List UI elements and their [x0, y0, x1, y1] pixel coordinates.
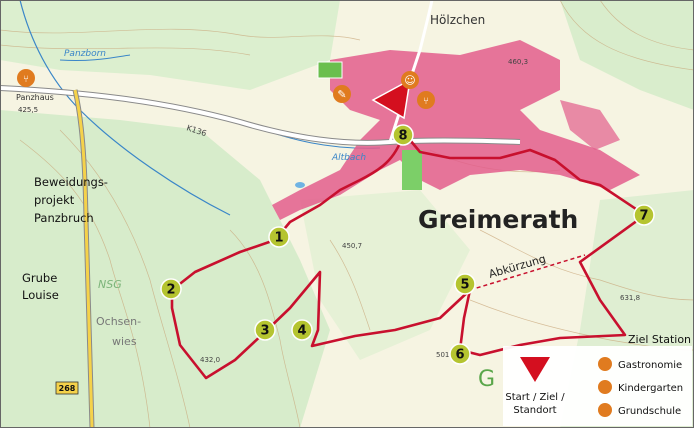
forest-center	[300, 190, 470, 360]
station-3: 3	[254, 319, 276, 341]
legend-school-icon	[598, 403, 612, 417]
legend-gastro: Gastronomie	[618, 360, 682, 371]
station-marker-icon	[633, 204, 655, 226]
station-6: 6	[449, 343, 471, 365]
legend-school: Grundschule	[618, 406, 681, 417]
station-marker-icon	[449, 343, 471, 365]
label-panzborn: Panzborn	[64, 49, 106, 59]
label-altbach: Altbach	[331, 153, 366, 163]
label-panzhaus-elev: 425,5	[18, 106, 38, 114]
label-elev-2: 432,0	[200, 356, 220, 364]
label-elev-3: 460,3	[508, 58, 528, 66]
station-marker-icon	[160, 278, 182, 300]
settlement-east	[560, 100, 620, 150]
hiking-route	[170, 133, 647, 380]
station-8: 8	[392, 124, 414, 146]
road-268	[73, 89, 94, 428]
label-ox-2: wies	[112, 335, 137, 348]
poi-gastronomy-2: ⑂	[417, 91, 435, 109]
station-number: 2	[166, 283, 175, 298]
legend-start-line2: Standort	[513, 405, 556, 416]
pond	[295, 182, 305, 188]
label-ziel-station: Ziel Station	[628, 333, 691, 346]
station-number: 7	[639, 209, 648, 224]
label-greimerath: Greimerath	[418, 205, 578, 234]
station-marker-icon	[392, 124, 414, 146]
green-patch	[402, 150, 422, 190]
start-marker	[371, 78, 411, 120]
label-elev-4: 631,8	[620, 294, 640, 302]
fork-knife-icon: ⑂	[23, 74, 29, 85]
station-marker-icon	[254, 319, 276, 341]
label-g: G	[478, 367, 495, 392]
poi-school: ✎	[333, 85, 351, 103]
label-mine-1: Grube	[22, 271, 57, 285]
child-icon: ☺	[404, 74, 415, 87]
shortcut-route	[469, 254, 586, 291]
label-project-1: Beweidungs-	[34, 175, 108, 189]
legend-kindergarten: Kindergarten	[618, 383, 683, 394]
station-markers: 1 2 3 4 5 6 7 8	[160, 124, 655, 365]
road-k136	[0, 86, 521, 145]
road-number-badge	[55, 381, 79, 395]
settlement-area	[272, 40, 640, 220]
legend-gastro-icon	[598, 357, 612, 371]
poi-kindergarten: ☺	[401, 71, 419, 89]
station-4: 4	[291, 319, 313, 341]
label-road-number: 268	[59, 384, 76, 393]
fork-knife-icon: ⑂	[423, 96, 429, 107]
label-project-2: projekt	[34, 193, 75, 207]
stream-panzborn	[59, 54, 131, 62]
station-1: 1	[268, 226, 290, 248]
station-number: 5	[460, 278, 469, 293]
station-5: 5	[454, 273, 476, 295]
forest-north	[0, 0, 340, 90]
label-elev-5: 501	[436, 351, 449, 359]
station-2: 2	[160, 278, 182, 300]
station-number: 6	[455, 348, 464, 363]
station-7: 7	[633, 204, 655, 226]
poi-gastronomy-1: ⑂	[17, 69, 35, 87]
school-icon: ✎	[337, 88, 346, 101]
legend: Start / Ziel / Standort Gastronomie Kind…	[503, 346, 692, 426]
station-number: 8	[398, 129, 407, 144]
station-number: 4	[297, 324, 306, 339]
label-nsg: NSG	[98, 278, 122, 291]
label-ox-1: Ochsen-	[96, 315, 141, 328]
village-road	[388, 0, 434, 143]
station-number: 1	[274, 231, 283, 246]
station-number: 3	[260, 324, 269, 339]
label-mine-2: Louise	[22, 288, 59, 302]
label-hoelzchen: Hölzchen	[430, 13, 485, 27]
legend-kindergarten-icon	[598, 380, 612, 394]
label-elev-1: 450,7	[342, 242, 362, 250]
sports-field	[317, 61, 343, 79]
station-marker-icon	[291, 319, 313, 341]
station-marker-icon	[454, 273, 476, 295]
station-marker-icon	[268, 226, 290, 248]
legend-start-line1: Start / Ziel /	[505, 392, 565, 403]
label-project-3: Panzbruch	[34, 211, 94, 225]
label-panzhaus: Panzhaus	[16, 93, 54, 102]
legend-start-icon	[520, 357, 550, 382]
